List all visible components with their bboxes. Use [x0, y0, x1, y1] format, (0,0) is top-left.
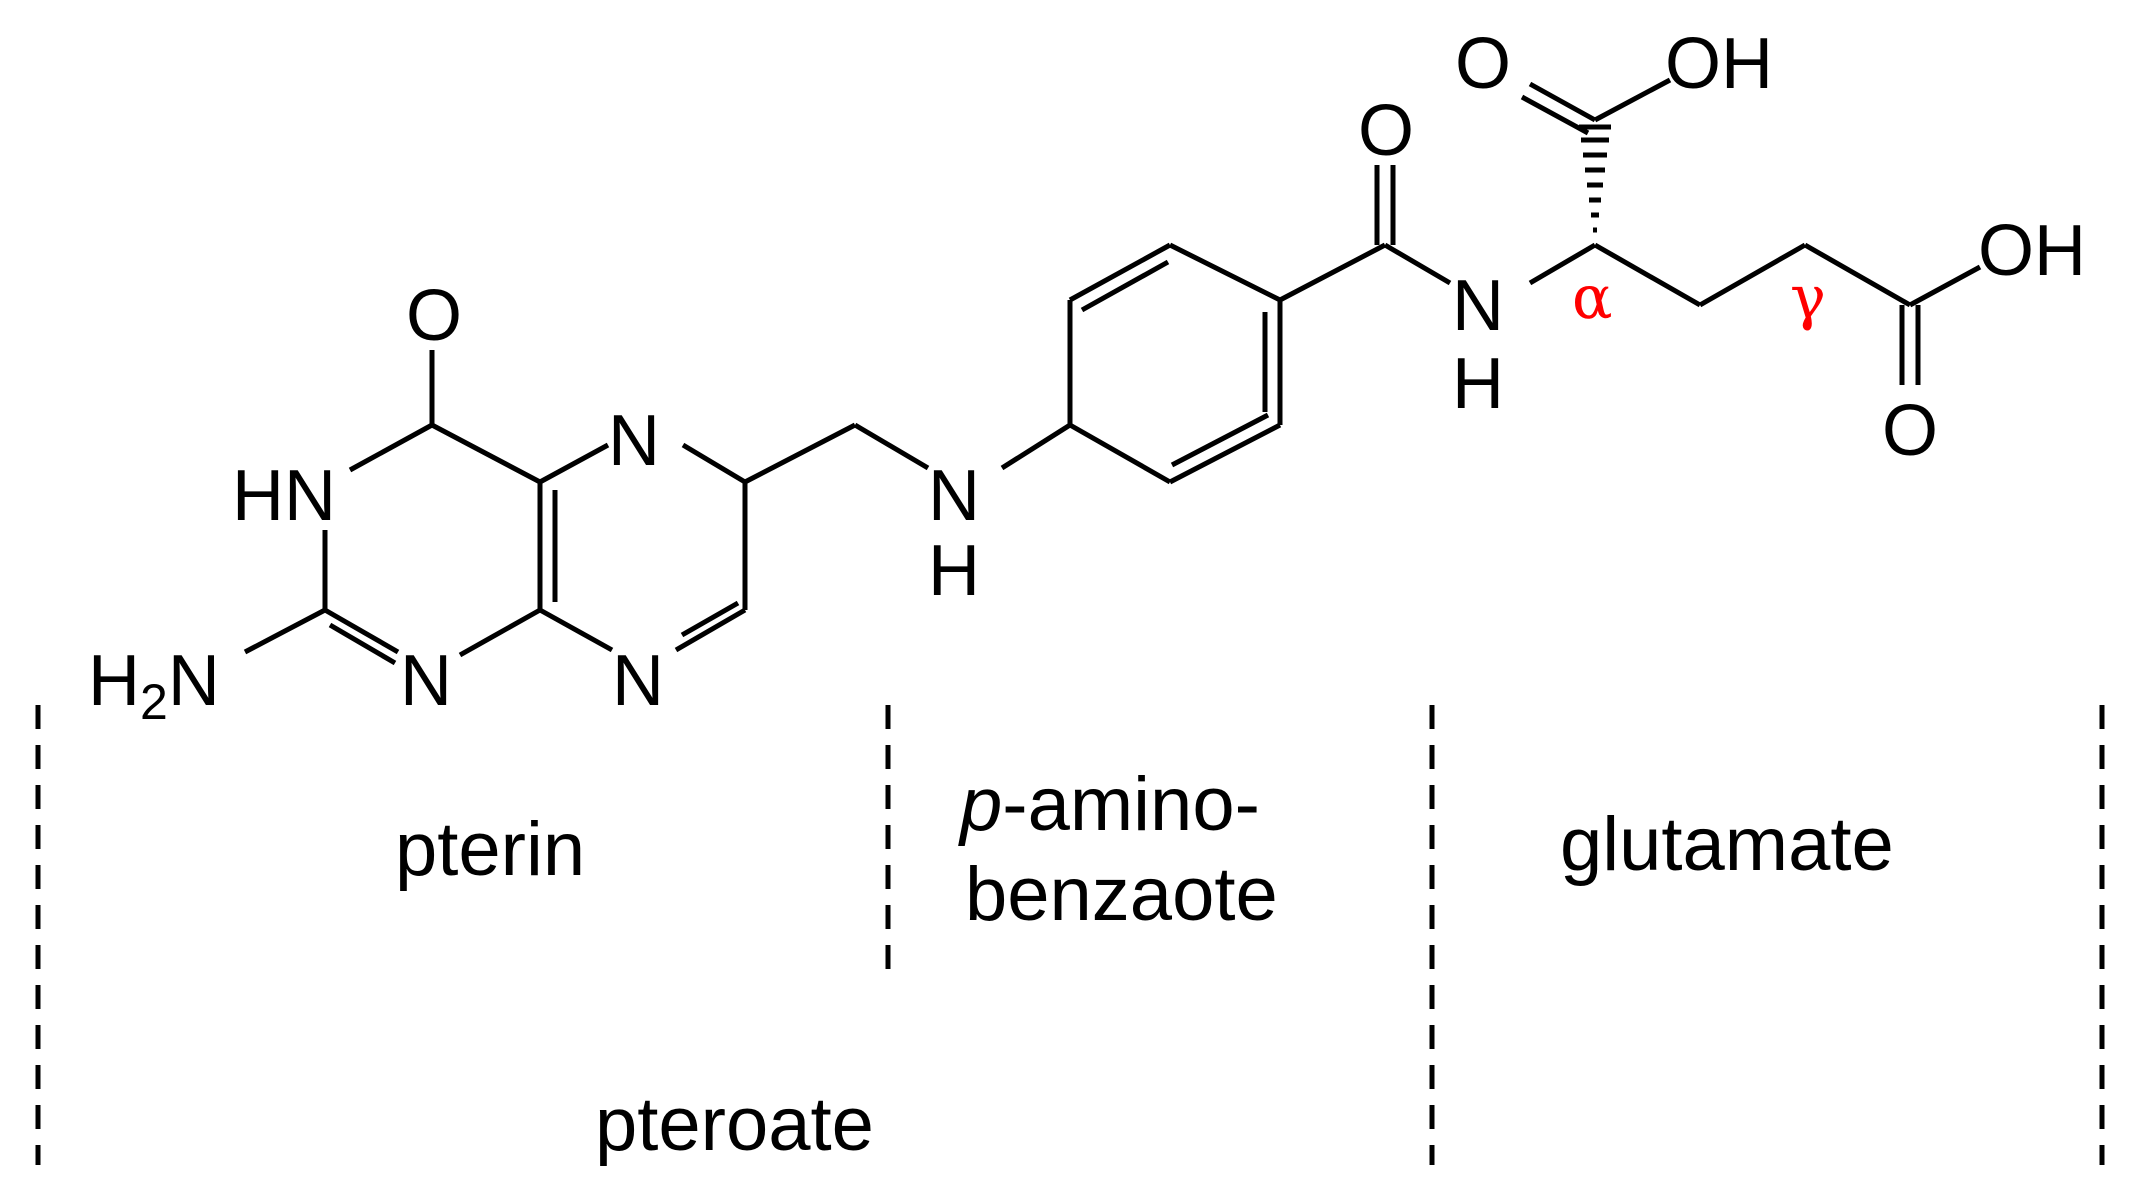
gamma-label: γ: [1790, 263, 1826, 333]
alpha-label: α: [1572, 263, 1613, 333]
atom-labels: O HN N N N H2N N H O N H O OH OH O: [88, 24, 2086, 730]
atom-hn: HN: [232, 456, 336, 536]
atom-h-amide: H: [1452, 344, 1504, 424]
region-dividers: [35, 705, 2105, 1165]
hashed-wedge-bond: [1579, 124, 1611, 233]
atom-h2n: H2N: [88, 641, 220, 730]
atom-o-pterin: O: [406, 276, 462, 356]
bond-skeleton: [243, 77, 1982, 666]
atom-o-acid2: O: [1882, 391, 1938, 471]
region-label-glutamate: glutamate: [1560, 802, 1894, 887]
atom-oh-acid1: OH: [1665, 24, 1773, 104]
region-label-pteroate: pteroate: [595, 1082, 874, 1167]
atom-o-amide: O: [1358, 91, 1414, 171]
atom-n-amide: N: [1452, 266, 1504, 346]
region-label-paba-line1: p-amino-: [958, 762, 1260, 847]
atom-h-linker: H: [928, 531, 980, 611]
atom-n5: N: [608, 401, 660, 481]
region-label-pterin: pterin: [395, 807, 585, 892]
atom-n1: N: [400, 641, 452, 721]
atom-oh-acid2: OH: [1978, 211, 2086, 291]
region-label-paba-line2: benzaote: [965, 852, 1278, 937]
atom-n-linker: N: [928, 456, 980, 536]
atom-n8: N: [612, 641, 664, 721]
atom-o-acid1: O: [1455, 24, 1511, 104]
